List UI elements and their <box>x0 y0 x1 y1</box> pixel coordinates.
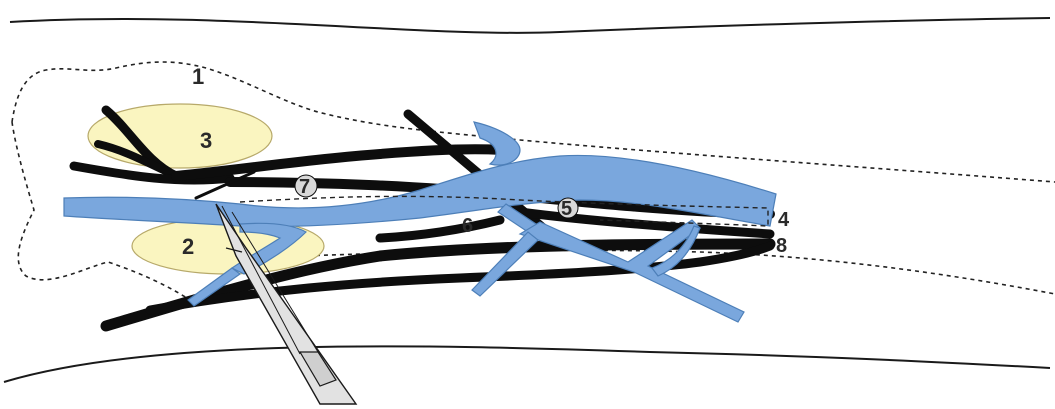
label-8: 8 <box>776 235 787 257</box>
label-1: 1 <box>192 64 204 89</box>
label-5: 5 <box>561 198 572 220</box>
limb-outline-bottom <box>4 346 1050 382</box>
label-3: 3 <box>200 128 212 153</box>
label-6: 6 <box>462 215 473 237</box>
label-4: 4 <box>778 209 790 231</box>
label-7: 7 <box>299 176 310 198</box>
limb-outline-top <box>10 18 1050 33</box>
label-2: 2 <box>182 234 194 259</box>
